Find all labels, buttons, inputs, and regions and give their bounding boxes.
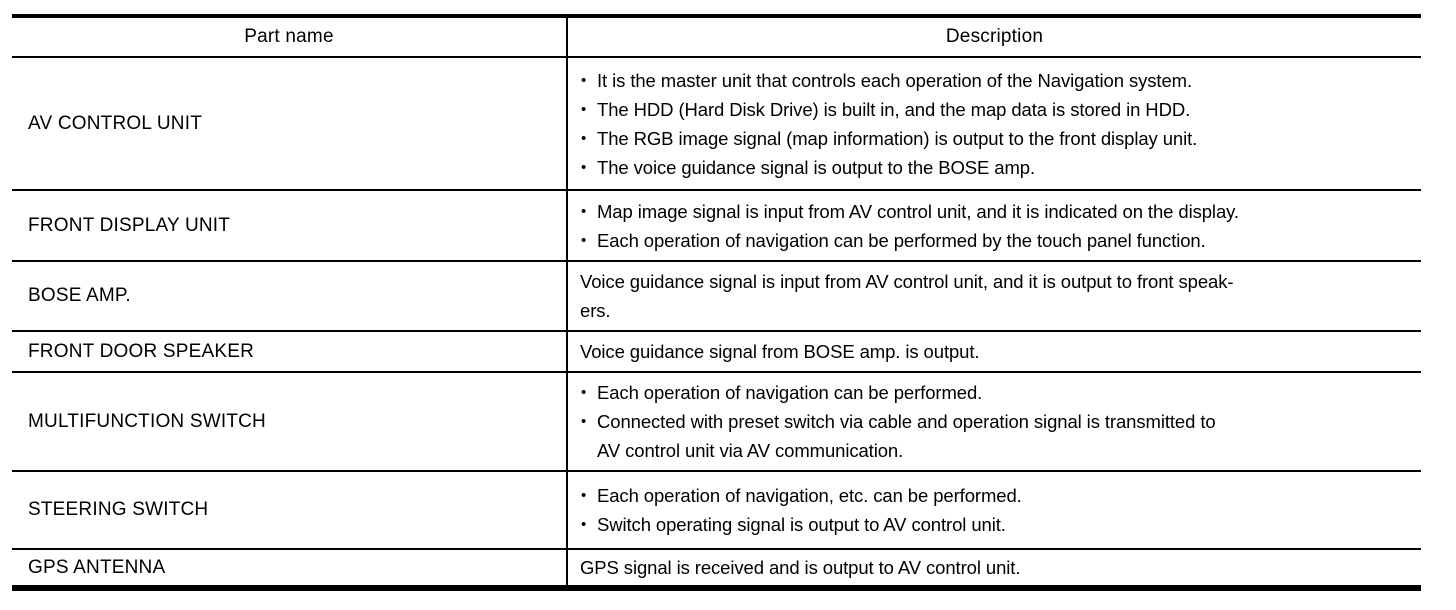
part-name-cell: AV CONTROL UNIT: [12, 58, 568, 189]
header-part-name: Part name: [12, 18, 568, 56]
description-item: The HDD (Hard Disk Drive) is built in, a…: [580, 95, 1417, 124]
description-item: Each operation of navigation can be perf…: [580, 378, 1417, 407]
table-header-row: Part name Description: [12, 18, 1421, 56]
description-item: Switch operating signal is output to AV …: [580, 510, 1417, 539]
parts-description-table: Part name Description AV CONTROL UNIT It…: [12, 14, 1421, 591]
description-cell: Voice guidance signal is input from AV c…: [568, 262, 1421, 330]
description-item: Map image signal is input from AV contro…: [580, 197, 1417, 226]
description-cell: Each operation of navigation, etc. can b…: [568, 472, 1421, 548]
part-name-cell: GPS ANTENNA: [12, 550, 568, 585]
part-name-cell: FRONT DOOR SPEAKER: [12, 332, 568, 371]
description-bullet-list: It is the master unit that controls each…: [580, 66, 1417, 182]
description-item: Connected with preset switch via cable a…: [580, 407, 1417, 465]
description-item: The voice guidance signal is output to t…: [580, 153, 1417, 182]
description-cell: Voice guidance signal from BOSE amp. is …: [568, 332, 1421, 371]
part-name-cell: FRONT DISPLAY UNIT: [12, 191, 568, 260]
description-bullet-list: Each operation of navigation, etc. can b…: [580, 481, 1417, 539]
description-bullet-list: Each operation of navigation can be perf…: [580, 378, 1417, 465]
part-name-cell: MULTIFUNCTION SWITCH: [12, 373, 568, 470]
table-row: BOSE AMP. Voice guidance signal is input…: [12, 260, 1421, 330]
description-item: Voice guidance signal from BOSE amp. is …: [580, 341, 980, 362]
table-row: FRONT DOOR SPEAKER Voice guidance signal…: [12, 330, 1421, 371]
table-row: GPS ANTENNA GPS signal is received and i…: [12, 548, 1421, 585]
description-cell: Map image signal is input from AV contro…: [568, 191, 1421, 260]
description-cell: GPS signal is received and is output to …: [568, 550, 1421, 585]
description-item: GPS signal is received and is output to …: [580, 557, 1021, 578]
description-cell: It is the master unit that controls each…: [568, 58, 1421, 189]
part-name-cell: STEERING SWITCH: [12, 472, 568, 548]
description-cell: Each operation of navigation can be perf…: [568, 373, 1421, 470]
table-row: AV CONTROL UNIT It is the master unit th…: [12, 56, 1421, 189]
table-row: MULTIFUNCTION SWITCH Each operation of n…: [12, 371, 1421, 470]
header-description: Description: [945, 26, 1044, 47]
description-item: Voice guidance signal is input from AV c…: [580, 271, 1234, 321]
description-item: It is the master unit that controls each…: [580, 66, 1417, 95]
description-item: The RGB image signal (map information) i…: [580, 124, 1417, 153]
description-item: Each operation of navigation can be perf…: [580, 226, 1417, 255]
description-bullet-list: Map image signal is input from AV contro…: [580, 197, 1417, 255]
part-name-cell: BOSE AMP.: [12, 262, 568, 330]
table-row: FRONT DISPLAY UNIT Map image signal is i…: [12, 189, 1421, 260]
description-item: Each operation of navigation, etc. can b…: [580, 481, 1417, 510]
table-row: STEERING SWITCH Each operation of naviga…: [12, 470, 1421, 548]
